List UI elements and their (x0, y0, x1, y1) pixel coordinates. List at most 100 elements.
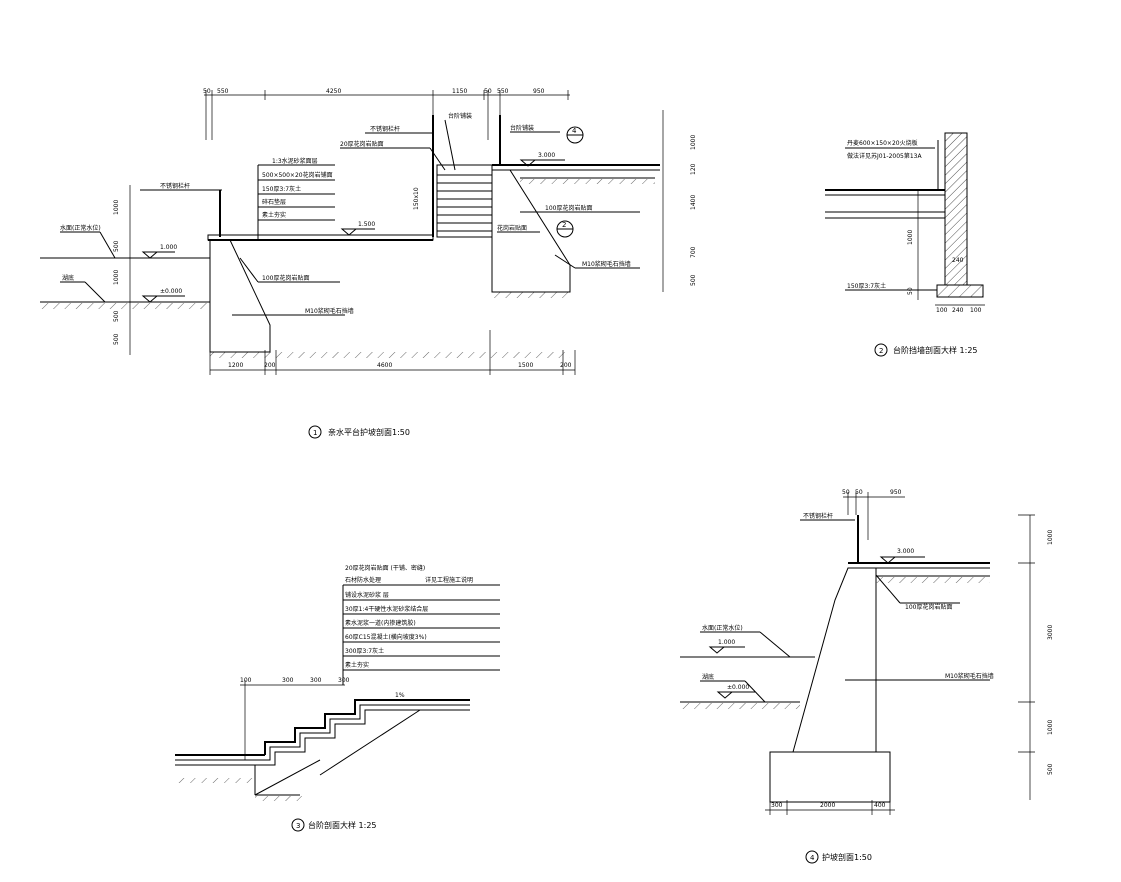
d3-dim-3: 300 (338, 677, 350, 684)
d1-label-railing-2: 不锈钢栏杆 (370, 125, 400, 133)
d2-footing (936, 284, 984, 298)
d3-stair-profile: 1% (175, 692, 470, 801)
d1-stairs: 150x10 (413, 115, 501, 238)
d1-ground-hatch (210, 352, 570, 358)
d3-layer-0: 20厚花岗岩贴面 (干铺、密缝) (345, 564, 425, 572)
d4-label-water: 水面(正常水位) (702, 624, 743, 632)
d1-label-facing: 100厚花岗岩贴面 (262, 274, 309, 282)
d4-top-dim-1: 50 (855, 489, 863, 496)
d1-bottom-dimension-chain: 1200 200 4600 1500 200 (209, 330, 576, 375)
d1-right-dimension-chain: 1000 120 1400 700 500 (662, 110, 697, 292)
section-4-revetment: 50 50 950 不锈钢栏杆 3.000 100厚花岗岩贴面 M10浆砌毛石挡… (680, 489, 1054, 864)
d3-layer-7: 素土夯实 (345, 661, 369, 669)
d3-layer-table: 20厚花岗岩贴面 (干铺、密缝) 石材防水处理 详见工程施工说明 铺设水泥砂浆 … (342, 564, 500, 685)
d1-layer-0: 1:3水泥砂浆面层 (272, 157, 318, 165)
d4-right-dim-0: 1000 (1047, 530, 1054, 545)
d1-title-number: 1 (313, 429, 317, 437)
d1-elev-zero: ±0.000 (160, 288, 182, 295)
d1-elev-water: 1.000 (160, 244, 177, 251)
d1-bottom-dim-3: 1500 (518, 362, 533, 369)
d1-left-dim-3: 500 (113, 310, 120, 322)
d1-layer-callout: 1:3水泥砂浆面层 500×500×20花岗岩铺面 150厚3:7灰土 碎石垫层… (257, 157, 335, 240)
d1-right-dim-3: 700 (690, 246, 697, 258)
d1-right-dim-2: 1400 (690, 195, 697, 210)
d4-label-wall: M10浆砌毛石挡墙 (945, 672, 994, 680)
d3-dim-0: 100 (240, 677, 252, 684)
d1-left-dim-1: 500 (113, 240, 120, 252)
d1-layer-2: 150厚3:7灰土 (262, 185, 301, 193)
d3-title: 台阶剖面大样 1:25 (308, 820, 377, 830)
d4-title-number: 4 (810, 854, 815, 862)
d3-slope: 1% (395, 692, 405, 699)
section-1-platform-revetment: 50 550 4250 1150 50 550 950 1000 500 100… (40, 88, 697, 439)
d1-title: 亲水平台护坡剖面1:50 (328, 427, 410, 437)
d2-label-1: 做法详见苏J01-2005第13A (847, 152, 922, 160)
d4-bottom-dim-2: 400 (874, 802, 886, 809)
d1-label-facing-3: 花岗岩贴面 (497, 224, 527, 232)
d1-bottom-dim-0: 1200 (228, 362, 243, 369)
d3-title-number: 3 (296, 822, 300, 830)
d2-dim-4: 100 (970, 307, 982, 314)
d1-label-stair-paving: 台阶铺装 (448, 112, 472, 120)
d4-label-facing: 100厚花岗岩贴面 (905, 603, 952, 611)
d4-elev-water: 1.000 (718, 639, 735, 646)
d4-right-dim-1: 3000 (1047, 625, 1054, 640)
d3-layer-4: 素水泥浆一道(内掺建筑胶) (345, 619, 416, 627)
d4-elev-zero: ±0.000 (727, 684, 749, 691)
d4-bottom-dim-0: 300 (771, 802, 783, 809)
d1-right-dim-4: 500 (690, 274, 697, 286)
d1-top-dim-5: 550 (497, 88, 509, 95)
d1-left-dim-0: 1000 (113, 200, 120, 215)
d1-label-stone-facing: 20厚花岗岩贴面 (340, 140, 384, 148)
d3-dim-1: 300 (282, 677, 294, 684)
d3-layer-3: 30厚1:4干硬性水泥砂浆结合层 (345, 605, 428, 613)
d1-left-dim-2: 1000 (113, 270, 120, 285)
d4-top-dim-0: 50 (842, 489, 850, 496)
d4-right-dim-2: 1000 (1047, 720, 1054, 735)
d3-dim-2: 300 (310, 677, 322, 684)
d1-label-facing-2: 100厚花岗岩贴面 (545, 204, 592, 212)
d1-bottom-dim-4: 200 (560, 362, 572, 369)
d1-label-water: 水面(正常水位) (60, 224, 101, 232)
d4-elev-top: 3.000 (897, 548, 914, 555)
d2-title-number: 2 (879, 347, 883, 355)
d1-stair-height: 150x10 (413, 187, 420, 210)
d2-dim-0: 1000 (907, 230, 914, 245)
d1-top-dim-6: 950 (533, 88, 545, 95)
d3-layer-5: 60厚C15混凝土(横向坡度3%) (345, 633, 427, 641)
d1-retaining-wall (209, 239, 271, 353)
d2-dim-2: 100 (936, 307, 948, 314)
d4-title-marker (805, 850, 819, 864)
d2-dim-1: 240 (952, 257, 964, 264)
d1-callout-4-text: 4 (572, 127, 577, 135)
d1-bottom-dim-1: 200 (264, 362, 276, 369)
section-3-stair-detail: 20厚花岗岩贴面 (干铺、密缝) 石材防水处理 详见工程施工说明 铺设水泥砂浆 … (175, 564, 500, 832)
section-2-stair-wall-detail: 丹麦600×150×20火烧板 做法详见苏J01-2005第13A 150厚3:… (825, 132, 985, 357)
d1-label-stair-paving-2: 台阶铺装 (510, 124, 534, 132)
d4-right-dim-3: 500 (1047, 763, 1054, 775)
d1-elev-upper: 3.000 (538, 152, 555, 159)
d2-title: 台阶挡墙剖面大样 1:25 (893, 345, 978, 355)
d1-label-lake-bottom: 湖底 (62, 274, 74, 282)
d3-layer-note: 详见工程施工说明 (425, 576, 473, 584)
d1-title-marker (308, 425, 322, 439)
d3-layer-2: 铺设水泥砂浆 层 (345, 591, 389, 599)
d1-lake-bottom-hatch (40, 303, 210, 309)
d4-label-railing: 不锈钢栏杆 (803, 512, 833, 520)
d1-top-dim-3: 1150 (452, 88, 467, 95)
d1-elev-platform: 1.500 (358, 221, 375, 228)
d1-label-railing: 不锈钢栏杆 (160, 182, 190, 190)
d4-title: 护坡剖面1:50 (822, 852, 872, 862)
d4-top-dim-2: 950 (890, 489, 902, 496)
d1-callout-2-text: 2 (562, 221, 566, 229)
d2-title-marker (874, 343, 888, 357)
d1-top-dim-0: 50 (203, 88, 211, 95)
d3-title-marker (291, 818, 305, 832)
d1-layer-4: 素土夯实 (262, 211, 286, 219)
d1-right-dim-1: 120 (690, 163, 697, 175)
d1-layer-3: 碎石垫层 (262, 198, 286, 206)
d1-bottom-dim-2: 4600 (377, 362, 392, 369)
d1-left-dim-4: 500 (113, 333, 120, 345)
